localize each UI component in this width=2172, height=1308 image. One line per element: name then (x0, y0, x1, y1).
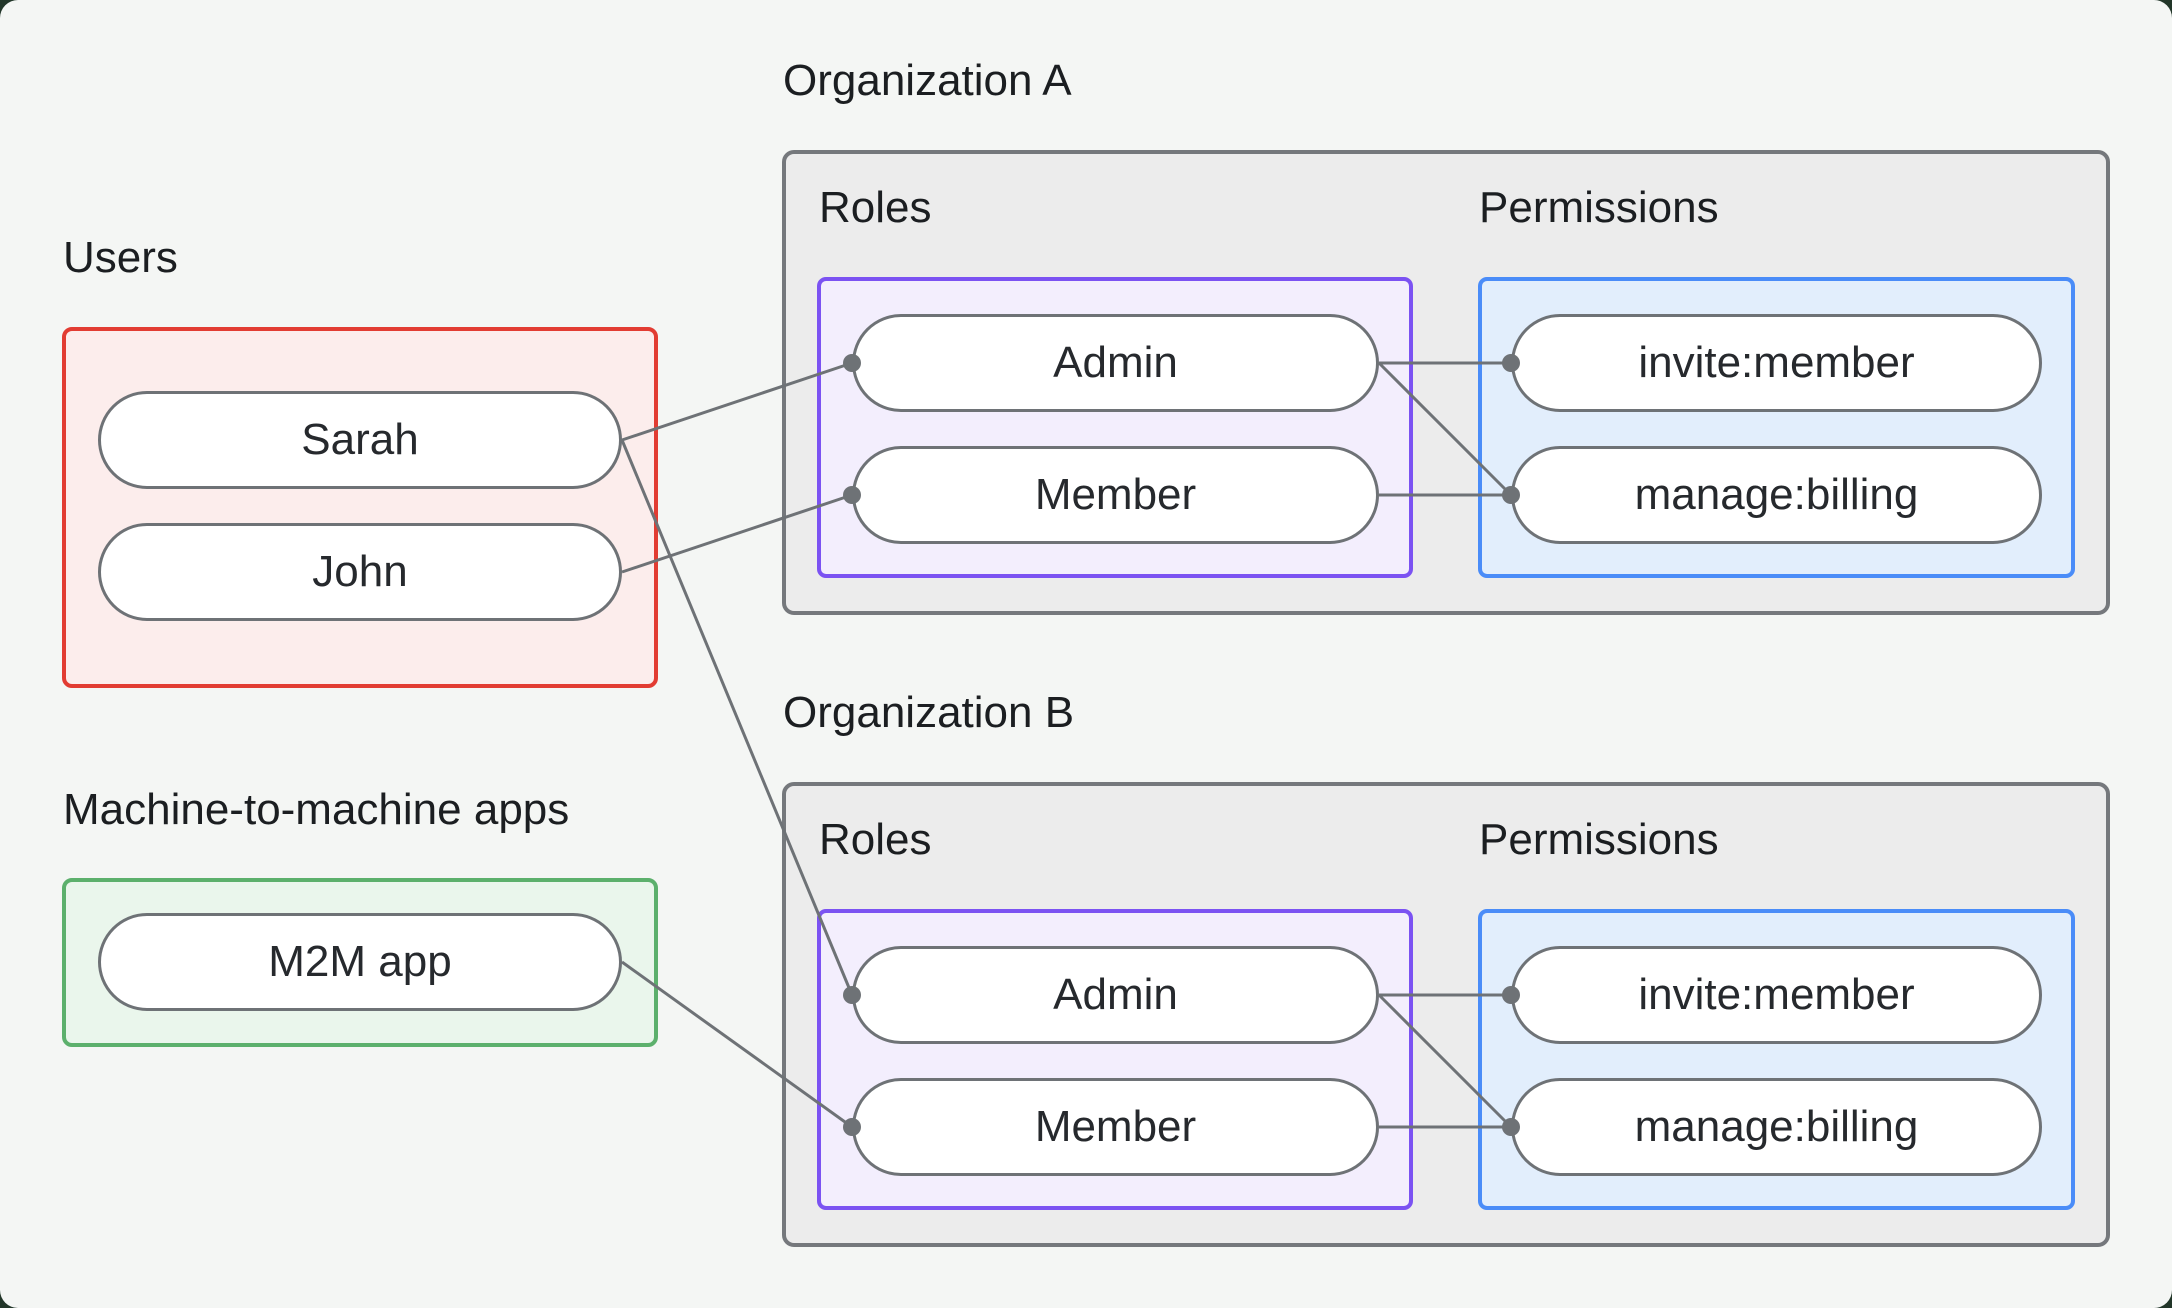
m2m-app-pill: M2M app (98, 913, 622, 1011)
org-a-title: Organization A (783, 56, 1072, 105)
m2m-section-label: Machine-to-machine apps (63, 785, 570, 834)
org-a-permission-pill-manage-billing: manage:billing (1511, 446, 2042, 544)
org-b-permission-pill-manage-billing: manage:billing (1511, 1078, 2042, 1176)
users-section-label: Users (63, 233, 178, 282)
org-a-role-pill-admin: Admin (852, 314, 1379, 412)
org-a-permissions-label: Permissions (1479, 183, 1719, 232)
user-pill-sarah: Sarah (98, 391, 622, 489)
org-a-roles-label: Roles (819, 183, 932, 232)
org-b-permissions-label: Permissions (1479, 815, 1719, 864)
org-b-role-pill-member: Member (852, 1078, 1379, 1176)
user-pill-john: John (98, 523, 622, 621)
org-b-title: Organization B (783, 688, 1075, 737)
users-group-box (62, 327, 658, 688)
org-b-permission-pill-invite-member: invite:member (1511, 946, 2042, 1044)
org-b-role-pill-admin: Admin (852, 946, 1379, 1044)
org-a-permission-pill-invite-member: invite:member (1511, 314, 2042, 412)
org-a-role-pill-member: Member (852, 446, 1379, 544)
org-b-roles-label: Roles (819, 815, 932, 864)
